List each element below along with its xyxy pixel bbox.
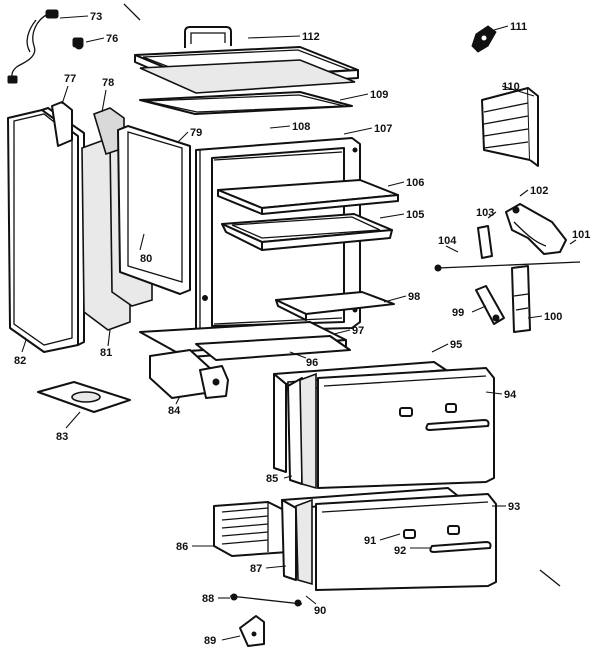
label-79: 79 <box>190 127 202 139</box>
label-102: 102 <box>530 185 548 197</box>
label-91: 91 <box>364 535 376 547</box>
part-power-cord <box>7 9 59 84</box>
leader-lines <box>21 15 577 641</box>
label-86: 86 <box>176 541 188 553</box>
label-89: 89 <box>204 635 216 647</box>
part-drawer-box <box>213 501 289 557</box>
label-111: 111 <box>510 21 527 33</box>
label-88: 88 <box>202 593 214 605</box>
label-92: 92 <box>394 545 406 557</box>
part-mounting-plate <box>37 381 131 413</box>
label-108: 108 <box>292 121 310 133</box>
part-connector <box>72 37 84 50</box>
part-side-wall <box>117 125 191 295</box>
label-100: 100 <box>544 311 562 323</box>
part-side-panel <box>7 107 85 353</box>
label-101: 101 <box>572 229 590 241</box>
label-104: 104 <box>438 235 457 247</box>
label-105: 105 <box>406 209 424 221</box>
label-73: 73 <box>90 11 102 23</box>
part-rack-guide <box>481 87 539 167</box>
label-109: 109 <box>370 89 388 101</box>
label-107: 107 <box>374 123 392 135</box>
part-cooktop <box>134 26 359 94</box>
label-98: 98 <box>408 291 420 303</box>
label-106: 106 <box>406 177 424 189</box>
label-103: 103 <box>476 207 494 219</box>
label-83: 83 <box>56 431 68 443</box>
label-82: 82 <box>14 355 26 367</box>
label-87: 87 <box>250 563 262 575</box>
part-clip <box>239 615 265 647</box>
label-99: 99 <box>452 307 464 319</box>
label-85: 85 <box>266 473 278 485</box>
part-drawer-rod <box>229 593 303 607</box>
label-90: 90 <box>314 605 326 617</box>
part-top-panel <box>139 91 353 115</box>
part-oven-door <box>317 367 495 489</box>
label-77: 77 <box>64 73 76 85</box>
label-78: 78 <box>102 77 114 89</box>
label-112: 112 <box>302 31 320 43</box>
label-96: 96 <box>306 357 318 369</box>
part-oven-rack <box>217 179 399 215</box>
label-81: 81 <box>100 347 112 359</box>
part-lower-rack <box>275 291 395 321</box>
label-93: 93 <box>508 501 520 513</box>
part-burner <box>149 349 229 399</box>
label-97: 97 <box>352 325 364 337</box>
part-linkage-mechanism <box>434 203 581 333</box>
part-broiler-pan <box>221 213 393 251</box>
label-80: 80 <box>140 253 152 265</box>
label-95: 95 <box>450 339 462 351</box>
part-burner-tray <box>195 335 351 361</box>
label-94: 94 <box>504 389 517 401</box>
part-drawer-front <box>315 493 497 591</box>
label-76: 76 <box>106 33 118 45</box>
label-84: 84 <box>168 405 181 417</box>
label-110: 110 <box>502 81 520 93</box>
part-bracket <box>471 25 497 53</box>
